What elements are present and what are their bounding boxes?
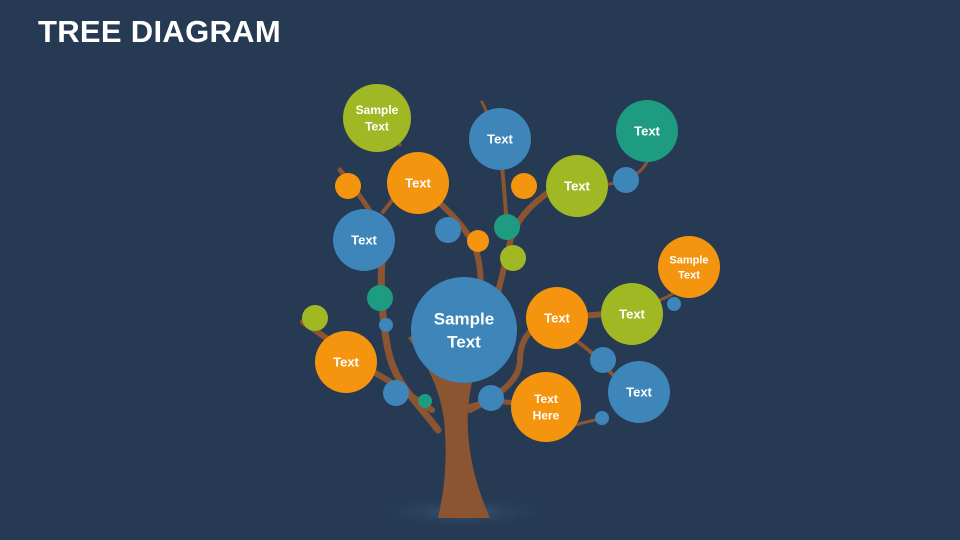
- tree-node-circle: [616, 100, 678, 162]
- tree-node-circle: [469, 108, 531, 170]
- branch-right: [467, 309, 638, 413]
- decorative-dot: [435, 217, 461, 243]
- tree-node-label: Text: [619, 307, 645, 322]
- tree-node-circle: [526, 287, 588, 349]
- decorative-dot: [335, 173, 361, 199]
- tree-node-label: Text: [333, 355, 359, 370]
- tree-node: Text: [469, 108, 531, 170]
- decorative-dot: [478, 385, 504, 411]
- tree-node-label: Text: [405, 176, 431, 191]
- tree-node-label: Text: [544, 311, 570, 326]
- decorative-dot: [595, 411, 609, 425]
- tree-node: Text: [546, 155, 608, 217]
- tree-node-label: Text: [351, 233, 377, 248]
- tree-node-circle: [601, 283, 663, 345]
- decorative-dot: [494, 214, 520, 240]
- tree-node-circle: [315, 331, 377, 393]
- tree-node-circle: [387, 152, 449, 214]
- tree-node-circle: [343, 84, 411, 152]
- tree-node-circle: [333, 209, 395, 271]
- slide-title: TREE DIAGRAM: [38, 14, 281, 49]
- tree-node-circle: [546, 155, 608, 217]
- decorative-dot: [302, 305, 328, 331]
- decorative-dot: [667, 297, 681, 311]
- decorative-dot: [383, 380, 409, 406]
- tree-node-label: Text: [634, 124, 660, 139]
- decorative-dot: [379, 318, 393, 332]
- tree-node-circle: [658, 236, 720, 298]
- tree-node: Text: [616, 100, 678, 162]
- decorative-dot: [500, 245, 526, 271]
- tree-node-label: Text: [626, 385, 652, 400]
- tree-node-circle: [411, 277, 517, 383]
- tree-node: Text: [608, 361, 670, 423]
- tree-node: Text: [333, 209, 395, 271]
- branch-left-main: [377, 236, 442, 434]
- tree-node-circle: [608, 361, 670, 423]
- tree-node: Text: [526, 287, 588, 349]
- decorative-dot: [590, 347, 616, 373]
- tree-node: Text: [315, 331, 377, 393]
- tree-node-label: Text: [487, 132, 513, 147]
- tree-node-label: Text: [564, 179, 590, 194]
- tree-node-circle: [511, 372, 581, 442]
- decorative-dot: [418, 394, 432, 408]
- decorative-dots: [302, 167, 681, 425]
- decorative-dot: [511, 173, 537, 199]
- decorative-dot: [367, 285, 393, 311]
- tree-node: Text: [601, 283, 663, 345]
- decorative-dot: [467, 230, 489, 252]
- decorative-dot: [613, 167, 639, 193]
- tree-node: Text: [387, 152, 449, 214]
